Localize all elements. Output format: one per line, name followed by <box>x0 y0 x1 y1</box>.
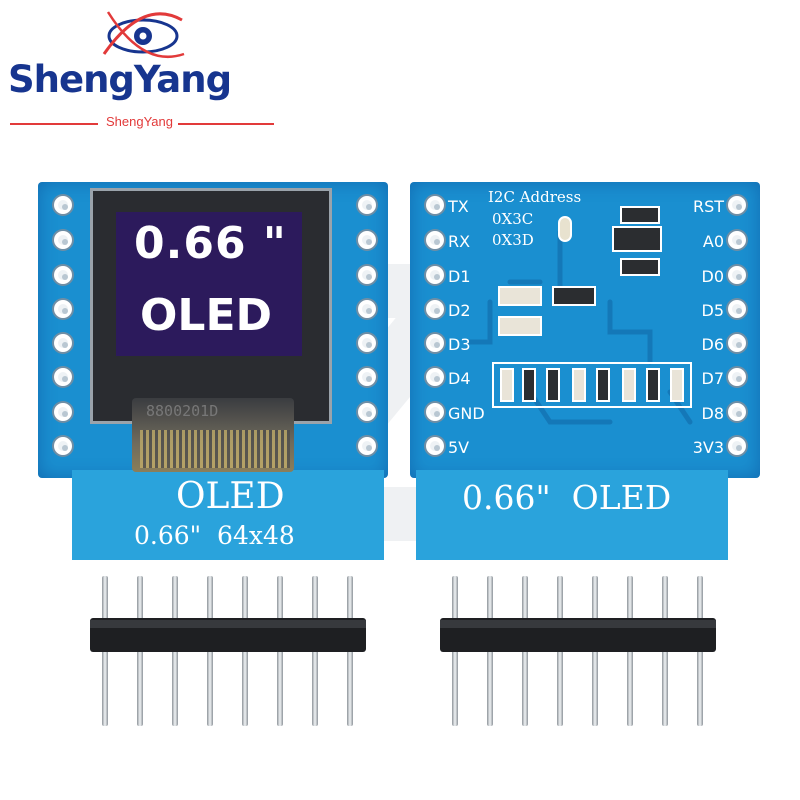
pin-label-right: D5 <box>701 301 725 320</box>
resistor <box>620 206 660 224</box>
pad <box>54 196 72 214</box>
pin-label-left: D1 <box>448 267 471 286</box>
pin-label-right: D8 <box>701 404 725 423</box>
pad <box>728 196 746 214</box>
pad <box>426 403 444 421</box>
pad <box>358 437 376 455</box>
pin-label-left: D4 <box>448 369 471 388</box>
pin-label-left: 5V <box>448 438 470 457</box>
pad <box>426 231 444 249</box>
pad <box>358 403 376 421</box>
flex-code-label: 8800201D <box>146 402 219 420</box>
i2c-addr-2: 0X3D <box>492 231 534 249</box>
pad <box>54 334 72 352</box>
screen-text-size: 0.66 " <box>134 218 287 269</box>
pcb-traces <box>467 229 693 425</box>
capacitor-row-outline <box>492 362 692 408</box>
pad <box>54 403 72 421</box>
pad <box>54 437 72 455</box>
pin-label-left: D2 <box>448 301 471 320</box>
pin-label-left: RX <box>448 232 471 251</box>
pin-label-right: D6 <box>701 335 725 354</box>
left-silk-title: OLED <box>176 476 285 517</box>
capacitor <box>498 316 542 336</box>
pad <box>358 300 376 318</box>
oled-screen <box>116 212 302 356</box>
pad <box>54 300 72 318</box>
pad <box>728 300 746 318</box>
pad <box>728 368 746 386</box>
pad <box>358 368 376 386</box>
pad <box>728 231 746 249</box>
pad <box>426 368 444 386</box>
pad <box>358 231 376 249</box>
address-jumper <box>558 216 572 242</box>
resistor <box>646 368 660 402</box>
left-pcb-tab <box>72 470 384 560</box>
right-pin-header <box>440 576 716 726</box>
brand-line-left <box>10 123 98 125</box>
left-silk-spec: 0.66" 64x48 <box>134 521 295 550</box>
pad <box>54 266 72 284</box>
screen-text-oled: OLED <box>140 290 273 341</box>
right-pcb-board <box>410 182 760 478</box>
brand-name: ShengYang <box>8 58 232 101</box>
eye-logo-icon <box>102 11 185 59</box>
left-pin-header <box>90 576 366 726</box>
i2c-addr-1: 0X3C <box>492 210 534 228</box>
pad <box>358 266 376 284</box>
pad <box>358 196 376 214</box>
pin-label-right: RST <box>692 197 724 216</box>
capacitor <box>572 368 586 402</box>
brand-subtitle: ShengYang <box>106 114 173 129</box>
capacitor <box>500 368 514 402</box>
resistor <box>596 368 610 402</box>
resistor <box>546 368 560 402</box>
pad <box>426 196 444 214</box>
right-silk-title: 0.66" OLED <box>462 478 672 517</box>
pad <box>426 334 444 352</box>
pad <box>54 231 72 249</box>
brand-line-right <box>178 123 274 125</box>
pad <box>426 437 444 455</box>
pad <box>728 437 746 455</box>
pad <box>358 334 376 352</box>
pin-label-right: A0 <box>702 232 724 251</box>
pin-label-left: GND <box>448 404 485 423</box>
flex-connector <box>140 430 290 468</box>
pin-label-left: TX <box>448 197 469 216</box>
right-pcb-tab <box>416 470 728 560</box>
resistor <box>552 286 596 306</box>
i2c-title: I2C Address <box>488 188 582 206</box>
pad <box>426 300 444 318</box>
pad <box>54 368 72 386</box>
pin-label-right: D0 <box>701 267 725 286</box>
resistor <box>522 368 536 402</box>
pad <box>426 266 444 284</box>
resistor <box>620 258 660 276</box>
pin-label-left: D3 <box>448 335 471 354</box>
pin-label-right: 3V3 <box>692 438 724 457</box>
pin-label-right: D7 <box>701 369 725 388</box>
capacitor <box>670 368 684 402</box>
pad <box>728 266 746 284</box>
capacitor <box>498 286 542 306</box>
regulator <box>612 226 662 252</box>
pad <box>728 403 746 421</box>
pad <box>728 334 746 352</box>
capacitor <box>622 368 636 402</box>
